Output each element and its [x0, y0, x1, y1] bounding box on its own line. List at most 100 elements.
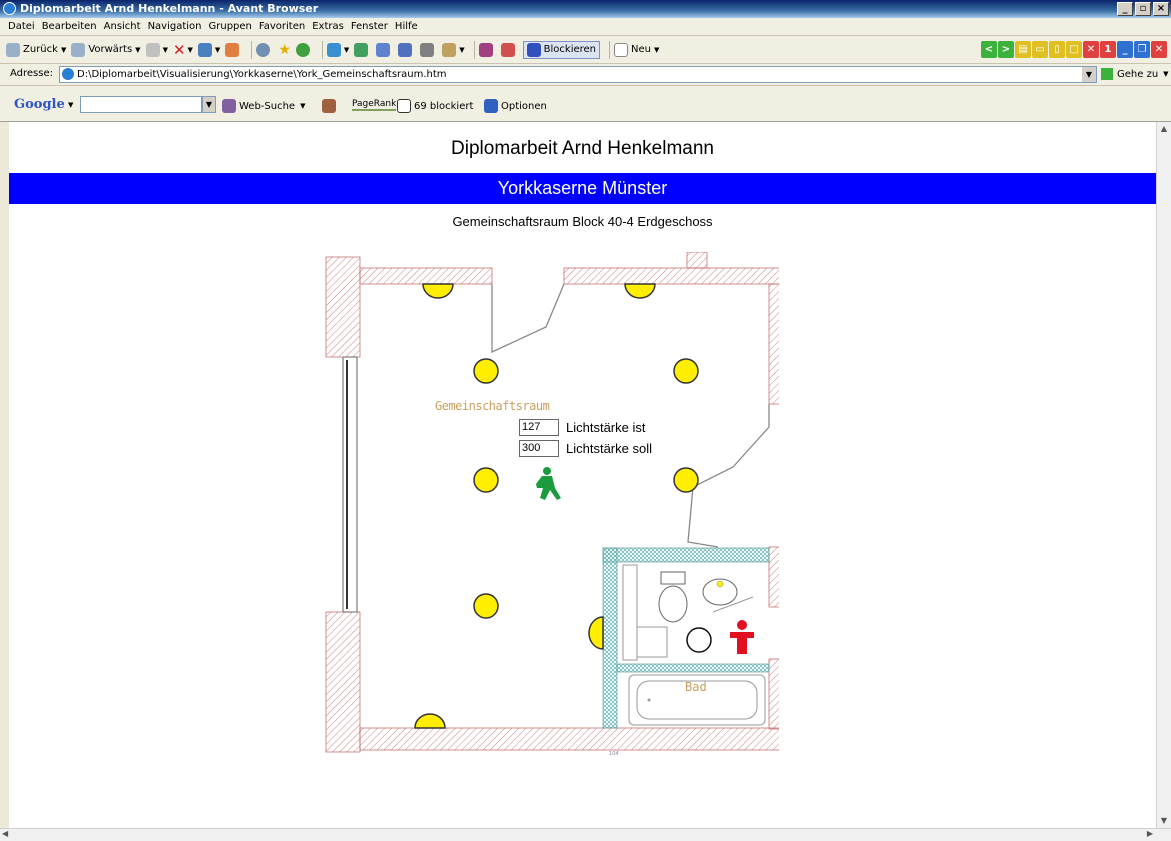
- mail-icon: [442, 42, 457, 57]
- tile-vertical-icon[interactable]: ▯: [1049, 41, 1065, 58]
- prev-window-icon[interactable]: <: [981, 41, 997, 58]
- tree-button[interactable]: [354, 42, 371, 57]
- lux-actual-field[interactable]: 127: [519, 419, 559, 436]
- toilet: [658, 585, 688, 623]
- stop-button[interactable]: ✕▼: [173, 41, 193, 59]
- scroll-up-icon[interactable]: ▲: [1160, 124, 1168, 133]
- google-menu-dropdown-icon[interactable]: ▼: [68, 101, 74, 109]
- home-icon: [225, 42, 240, 57]
- window-titlebar[interactable]: Diplomarbeit Arnd Henkelmann - Avant Bro…: [0, 0, 1171, 18]
- close-tab-icon[interactable]: ✕: [1151, 41, 1167, 58]
- menu-ansicht[interactable]: Ansicht: [103, 21, 141, 32]
- minimize-tab-icon[interactable]: _: [1117, 41, 1133, 58]
- back-button[interactable]: Zurück▼: [6, 42, 67, 57]
- stop-dropdown-icon[interactable]: ▼: [187, 45, 193, 54]
- restore-all-icon[interactable]: □: [1066, 41, 1082, 58]
- no-image-button[interactable]: [500, 42, 518, 57]
- options-button[interactable]: Optionen: [484, 99, 547, 113]
- horizontal-scrollbar[interactable]: ◀ ▶: [0, 828, 1171, 841]
- star-icon: ★: [278, 41, 291, 58]
- scroll-right-icon[interactable]: ▶: [1146, 829, 1153, 838]
- edit-button[interactable]: [398, 42, 415, 57]
- translate-icon: [376, 42, 391, 57]
- sidebar-edge: [0, 122, 9, 828]
- menu-datei[interactable]: Datei: [8, 21, 35, 32]
- window-layout-button[interactable]: ▼: [326, 42, 350, 57]
- window-left: [342, 356, 358, 613]
- web-search-dropdown-icon[interactable]: ▼: [300, 102, 306, 110]
- menu-favoriten[interactable]: Favoriten: [258, 21, 306, 32]
- toilet-tank: [660, 571, 686, 585]
- forward-arrow-icon: [71, 42, 86, 57]
- menu-gruppen[interactable]: Gruppen: [208, 21, 252, 32]
- block-popups-button[interactable]: Blockieren: [522, 40, 601, 59]
- mail-dropdown-icon[interactable]: ▼: [459, 45, 465, 54]
- google-search-input[interactable]: [80, 96, 202, 113]
- google-logo[interactable]: Google: [14, 97, 65, 112]
- close-all-icon[interactable]: ✕: [1083, 41, 1099, 58]
- group-button[interactable]: ▼: [145, 42, 168, 57]
- tile-horizontal-icon[interactable]: ▭: [1032, 41, 1048, 58]
- new-window-dropdown-icon[interactable]: ▼: [654, 45, 660, 54]
- bath-cabinet: [622, 564, 638, 661]
- print-button[interactable]: [420, 42, 437, 57]
- floor-plan-drawing: 104: [325, 252, 779, 757]
- next-window-icon[interactable]: >: [998, 41, 1014, 58]
- go-dropdown-icon[interactable]: ▼: [1163, 70, 1169, 78]
- scroll-down-icon[interactable]: ▼: [1160, 816, 1168, 825]
- mail-button[interactable]: ▼: [442, 42, 465, 57]
- window-layout-dropdown-icon[interactable]: ▼: [343, 45, 350, 54]
- news-button[interactable]: [322, 99, 339, 113]
- menu-navigation[interactable]: Navigation: [147, 21, 202, 32]
- back-label: Zurück: [23, 44, 58, 55]
- wall-right-upper: [768, 283, 779, 405]
- vertical-scrollbar[interactable]: ▲ ▼: [1156, 122, 1171, 828]
- outline-door-top: [491, 283, 565, 354]
- google-search-dropdown-icon[interactable]: ▼: [202, 96, 216, 113]
- new-window-button[interactable]: Neu▼: [614, 42, 660, 57]
- single-window-icon[interactable]: 1: [1100, 41, 1116, 58]
- sink: [702, 578, 738, 606]
- address-input[interactable]: D:\Diplomarbeit\Visualisierung\Yorkkaser…: [59, 66, 1097, 83]
- floor-plan: 104 Gemeinschaftsraum Bad 127 Lichtstärk…: [323, 252, 779, 757]
- web-search-button[interactable]: Web-Suche▼: [222, 99, 305, 113]
- translate-button[interactable]: [376, 42, 393, 57]
- address-label: Adresse:: [10, 68, 53, 79]
- home-button[interactable]: [225, 42, 242, 57]
- menu-extras[interactable]: Extras: [312, 21, 344, 32]
- refresh-button[interactable]: ▼: [197, 42, 221, 57]
- page-heading: Diplomarbeit Arnd Henkelmann: [451, 138, 714, 159]
- lux-target-row: 300 Lichtstärke soll: [519, 440, 652, 457]
- popup-blocker-button[interactable]: 69 blockiert: [397, 99, 473, 113]
- lamp-2: [673, 358, 699, 384]
- forward-button[interactable]: Vorwärts▼: [71, 42, 141, 57]
- popup-blocked-count: 69 blockiert: [414, 100, 474, 112]
- back-dropdown-icon[interactable]: ▼: [60, 45, 67, 54]
- search-button[interactable]: [256, 42, 273, 57]
- group-dropdown-icon[interactable]: ▼: [162, 45, 168, 54]
- lamp-5: [473, 593, 499, 619]
- window-title: Diplomarbeit Arnd Henkelmann - Avant Bro…: [20, 2, 319, 15]
- pagerank-indicator[interactable]: PageRank: [352, 99, 397, 111]
- go-button[interactable]: Gehe zu▼: [1101, 68, 1169, 80]
- close-button[interactable]: ×: [1153, 2, 1169, 16]
- restore-tab-icon[interactable]: ❐: [1134, 41, 1150, 58]
- history-button[interactable]: [295, 42, 313, 57]
- window-controls: _ ▫ ×: [1117, 2, 1169, 16]
- menu-fenster[interactable]: Fenster: [350, 21, 388, 32]
- maximize-button[interactable]: ▫: [1135, 2, 1151, 16]
- minimize-button[interactable]: _: [1117, 2, 1133, 16]
- cascade-icon[interactable]: ▤: [1015, 41, 1031, 58]
- lamp-top-2: [624, 283, 656, 299]
- forward-dropdown-icon[interactable]: ▼: [135, 45, 141, 54]
- menu-bearbeiten[interactable]: Bearbeiten: [41, 21, 97, 32]
- lux-target-field[interactable]: 300: [519, 440, 559, 457]
- scroll-left-icon[interactable]: ◀: [2, 829, 9, 838]
- favorites-button[interactable]: ★: [278, 42, 291, 58]
- image-button[interactable]: [478, 42, 496, 57]
- refresh-dropdown-icon[interactable]: ▼: [214, 45, 221, 54]
- toolbar-separator: [321, 40, 323, 59]
- address-dropdown-icon[interactable]: ▼: [1082, 67, 1096, 82]
- menu-hilfe[interactable]: Hilfe: [394, 21, 418, 32]
- pagerank-label: PageRank: [352, 99, 397, 111]
